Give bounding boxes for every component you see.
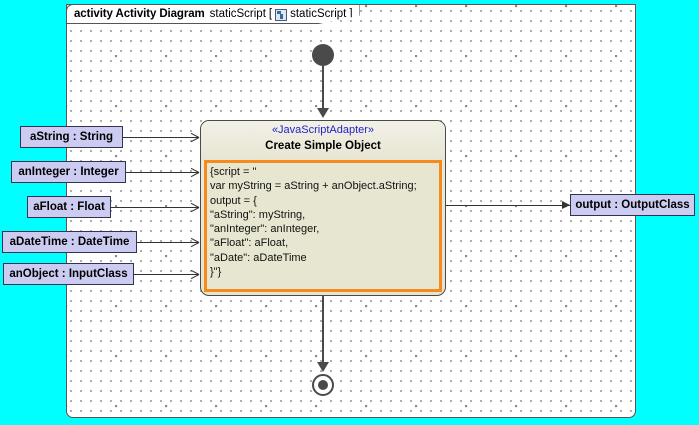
input-pin-aFloat-label: aFloat : Float [33,201,105,213]
static-script-icon [275,9,287,21]
arrowhead-output [562,201,570,209]
diagram-name: staticScript [210,8,266,20]
activity-final-node[interactable] [312,374,334,396]
input-pin-aDateTime[interactable]: aDateTime : DateTime [2,231,137,253]
action-body-script[interactable]: {script = " var myString = aString + anO… [204,160,442,292]
input-pin-anObject[interactable]: anObject : InputClass [3,263,134,285]
arrowhead-aDateTime [190,238,199,247]
connector-initial-to-action [322,66,324,110]
edge-anInteger [126,172,199,173]
connector-action-to-final [322,296,324,364]
output-pin-output-label: output : OutputClass [575,199,689,211]
action-stereotype: «JavaScriptAdapter» [201,123,445,138]
input-pin-aFloat[interactable]: aFloat : Float [27,196,111,218]
edge-aString [123,137,199,138]
diagram-title-tab[interactable]: activity Activity Diagram staticScript [… [66,4,360,24]
arrowhead-aFloat [190,203,199,212]
action-node-create-simple-object[interactable]: «JavaScriptAdapter» Create Simple Object… [200,120,446,296]
arrowhead-aString [190,133,199,142]
arrowhead-into-final [317,362,329,372]
output-pin-output[interactable]: output : OutputClass [570,194,695,216]
action-name: Create Simple Object [201,138,445,154]
input-pin-anInteger-label: anInteger : Integer [18,166,118,178]
arrowhead-anInteger [190,168,199,177]
initial-node[interactable] [312,44,334,66]
diagram-qualifier: staticScript [290,8,346,20]
arrowhead-into-action [317,108,329,118]
input-pin-aDateTime-label: aDateTime : DateTime [10,236,130,248]
edge-aFloat [111,207,199,208]
arrowhead-anObject [190,270,199,279]
input-pin-anInteger[interactable]: anInteger : Integer [11,161,126,183]
edge-output [446,205,570,206]
action-header: «JavaScriptAdapter» Create Simple Object [201,121,445,160]
input-pin-aString[interactable]: aString : String [20,126,123,148]
input-pin-aString-label: aString : String [30,131,113,143]
bracket-open: [ [269,8,272,20]
diagram-keyword: activity Activity Diagram [74,8,205,20]
input-pin-anObject-label: anObject : InputClass [9,268,127,280]
